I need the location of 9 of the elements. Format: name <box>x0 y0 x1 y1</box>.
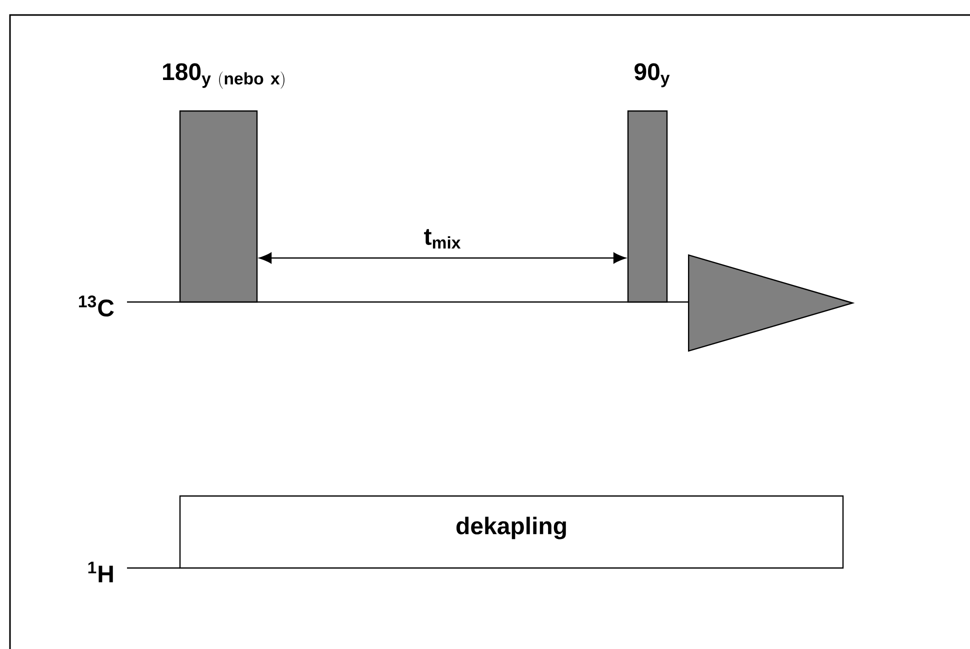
edge-label: t$_{mix}$ <box>424 229 461 248</box>
node-label: 90$_{y}$ <box>634 63 670 88</box>
double-arrow <box>259 252 626 264</box>
pulse-box: $\mathbf{180}_{\mathbf{y\ (nebo\ x)}}$ <box>163 63 284 303</box>
pulse-box: 90$_{y}$ <box>627 63 670 303</box>
decoupling-box: dekapling <box>179 495 844 569</box>
channel-label: $^{13}$C <box>79 296 114 316</box>
node-label: $\mathbf{180}_{\mathbf{y\ (nebo\ x)}}$ <box>163 63 284 89</box>
channel-label: $^{1}$H <box>88 562 113 582</box>
